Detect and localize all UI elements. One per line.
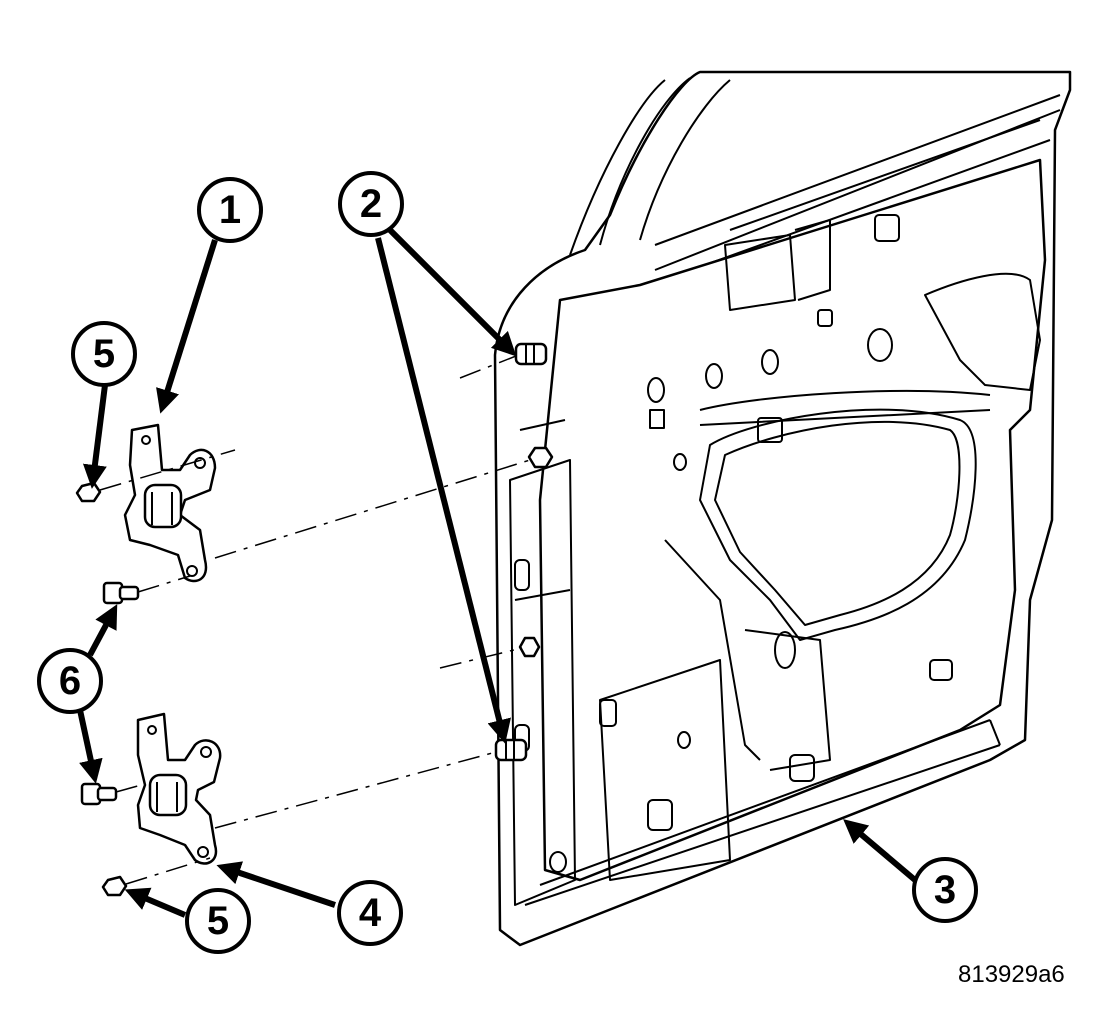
callout-5-upper: 5 [71,321,137,387]
door-inner-panel [538,158,1047,882]
callout-2-label: 2 [360,182,382,226]
callout-2: 2 [338,171,404,237]
upper-hinge [123,423,217,583]
callout-3-label: 3 [934,868,956,912]
panel-pocket-right [924,272,1041,391]
nut-lower [101,875,128,897]
nut-upper [75,481,102,503]
door-assembly [493,70,1072,947]
callout-5-upper-label: 5 [93,332,115,376]
callout-3: 3 [912,857,978,923]
bolt-lower [80,782,118,806]
leader-arrows [77,222,917,918]
handle-recess [724,219,831,311]
panel-cutout-main [699,408,977,641]
callout-5-lower: 5 [185,888,251,954]
bolt-upper [102,581,140,605]
callout-4-label: 4 [359,891,382,935]
stud-lower [494,738,528,762]
callout-6: 6 [37,648,103,714]
hinge-hole-upper [527,446,554,469]
lower-hinge [136,712,222,865]
hinge-hole-lower [518,636,541,658]
callout-1: 1 [197,177,263,243]
reference-code: 813929a6 [958,961,1065,988]
callout-5-lower-label: 5 [207,899,229,943]
hinge-face [509,419,576,906]
access-holes [514,214,953,873]
panel-rib-lower [599,539,831,881]
window-frame-outer [569,77,1061,271]
stud-upper [514,342,548,366]
panel-top-rail [699,389,991,426]
panel-cutout-inner [714,420,961,626]
callout-6-label: 6 [59,659,81,703]
callout-1-label: 1 [219,188,241,232]
callout-4: 4 [337,880,403,946]
door-sill [524,719,1001,906]
